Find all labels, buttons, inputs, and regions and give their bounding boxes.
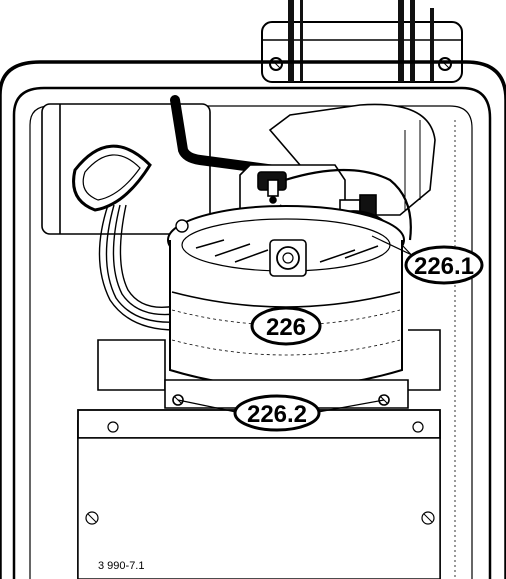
mounting-plate	[97, 329, 441, 409]
fan-motor	[167, 205, 405, 389]
svg-text:226.1: 226.1	[414, 253, 474, 280]
housing	[0, 60, 506, 579]
top-connector	[261, 0, 463, 83]
svg-text:226.2: 226.2	[247, 401, 307, 428]
upper-block	[268, 103, 436, 216]
svg-text:226: 226	[266, 314, 306, 341]
wire-bundle	[98, 204, 176, 331]
cover-panel	[77, 409, 441, 579]
callout-226-2: 226.2	[233, 394, 321, 432]
drawing-reference: 3 990-7.1	[98, 560, 144, 572]
callout-226: 226	[250, 306, 322, 346]
leader-lines	[177, 235, 419, 413]
black-hose	[170, 95, 340, 183]
callout-226-1: 226.1	[404, 245, 484, 285]
left-bracket	[41, 103, 211, 235]
